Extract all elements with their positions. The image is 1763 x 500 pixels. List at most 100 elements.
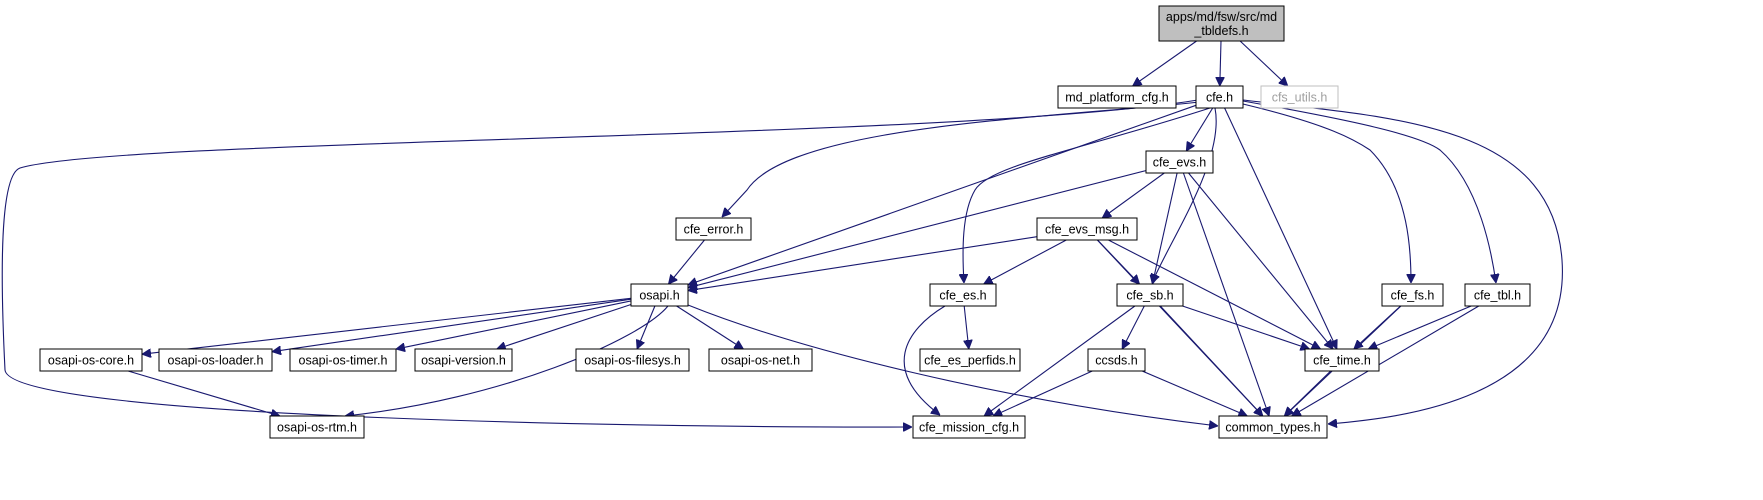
node-box: [1304, 348, 1380, 372]
edge-arrow: [903, 305, 946, 415]
edge-root-to-cfe: [1220, 40, 1221, 86]
edge-cfe-to-cfe-mission-cfg: [1, 99, 1199, 427]
node-cfe-es-perfids[interactable]: cfe_es_perfids.h: [919, 348, 1021, 372]
edge-arrow: [688, 236, 1038, 291]
edge-cfe-evs-to-cfe-evs-msg: [1102, 172, 1165, 218]
edge-arrow: [964, 305, 969, 349]
node-osapi-os-loader[interactable]: osapi-os-loader.h: [158, 348, 273, 372]
node-cfs-utils[interactable]: cfs_utils.h: [1260, 85, 1339, 109]
node-box: [912, 415, 1026, 439]
node-box: [675, 217, 752, 241]
edge-arrow: [1152, 172, 1178, 284]
node-box: [158, 348, 273, 372]
node-box: [269, 415, 365, 439]
node-cfe-fs[interactable]: cfe_fs.h: [1381, 283, 1444, 307]
edge-arrow: [1368, 305, 1472, 349]
edge-arrow: [345, 305, 669, 416]
node-label: cfe_es_perfids.h: [924, 354, 1016, 368]
node-label: cfe_fs.h: [1391, 289, 1435, 303]
node-osapi-os-net[interactable]: osapi-os-net.h: [708, 348, 813, 372]
node-md-platform-cfg[interactable]: md_platform_cfg.h: [1057, 85, 1177, 109]
node-box: [1218, 415, 1328, 439]
edge-arrow: [1284, 370, 1332, 416]
node-osapi-os-timer[interactable]: osapi-os-timer.h: [289, 348, 397, 372]
node-box: [1158, 5, 1285, 42]
node-cfe-es[interactable]: cfe_es.h: [929, 283, 997, 307]
node-cfe-sb[interactable]: cfe_sb.h: [1116, 283, 1184, 307]
edge-osapi-to-common-types: [687, 304, 1218, 426]
edge-cfe-es-to-cfe-es-perfids: [964, 305, 969, 349]
node-box: [575, 348, 690, 372]
node-cfe[interactable]: cfe.h: [1195, 85, 1244, 109]
edge-arrow: [1242, 100, 1496, 283]
node-ccsds[interactable]: ccsds.h: [1087, 348, 1146, 372]
node-common-types[interactable]: common_types.h: [1218, 415, 1328, 439]
node-label: osapi-os-net.h: [721, 354, 800, 368]
edge-cfe-tbl-to-cfe-time: [1368, 305, 1472, 349]
edge-cfe-error-to-osapi: [669, 239, 705, 284]
node-label: common_types.h: [1225, 421, 1320, 435]
edge-arrow: [963, 107, 1211, 283]
node-cfe-evs-msg[interactable]: cfe_evs_msg.h: [1036, 217, 1138, 241]
node-osapi-os-core[interactable]: osapi-os-core.h: [39, 348, 143, 372]
node-label: apps/md/fsw/src/md: [1166, 10, 1277, 24]
node-box: [1116, 283, 1184, 307]
edge-cfe-tbl-to-common-types: [1292, 305, 1480, 416]
node-box: [414, 348, 513, 372]
edge-arrow: [1102, 172, 1165, 218]
edge-arrow: [1239, 40, 1288, 86]
edge-arrow: [272, 298, 632, 352]
edge-arrow: [984, 305, 1136, 416]
node-cfe-error[interactable]: cfe_error.h: [675, 217, 752, 241]
edge-arrow: [1159, 305, 1263, 416]
node-osapi[interactable]: osapi.h: [630, 283, 689, 307]
node-osapi-os-rtm[interactable]: osapi-os-rtm.h: [269, 415, 365, 439]
node-box: [1260, 85, 1339, 109]
node-cfe-tbl[interactable]: cfe_tbl.h: [1464, 283, 1531, 307]
edge-cfe-to-cfe-fs: [1242, 103, 1411, 283]
edge-cfe-evs-to-cfe-sb: [1152, 172, 1178, 284]
node-cfe-mission-cfg[interactable]: cfe_mission_cfg.h: [912, 415, 1026, 439]
node-label: cfe_evs.h: [1153, 156, 1207, 170]
node-root[interactable]: apps/md/fsw/src/md_tbldefs.h: [1158, 5, 1285, 42]
edge-cfe-evs-to-common-types: [1182, 172, 1269, 416]
node-box: [1057, 85, 1177, 109]
node-osapi-version[interactable]: osapi-version.h: [414, 348, 513, 372]
edge-cfe-time-to-common-types: [1284, 370, 1332, 416]
edge-cfe-to-cfe-es: [963, 107, 1211, 283]
edge-cfe-to-cfe-evs: [1186, 107, 1214, 151]
node-label: cfe_tbl.h: [1474, 289, 1521, 303]
edge-arrow: [637, 305, 656, 349]
edge-layer: [1, 40, 1563, 427]
node-cfe-time[interactable]: cfe_time.h: [1304, 348, 1380, 372]
edge-arrow: [1182, 172, 1269, 416]
edge-arrow: [1121, 305, 1145, 349]
node-box: [1464, 283, 1531, 307]
edge-arrow: [688, 104, 1197, 285]
edge-arrow: [1186, 107, 1214, 151]
node-box: [39, 348, 143, 372]
edge-arrow: [687, 304, 1218, 426]
edge-arrow: [1242, 103, 1411, 283]
edge-cfe-sb-to-ccsds: [1121, 305, 1145, 349]
edge-cfe-es-to-cfe-mission-cfg: [903, 305, 946, 415]
edge-osapi-to-osapi-os-net: [676, 305, 744, 349]
node-osapi-os-filesys[interactable]: osapi-os-filesys.h: [575, 348, 690, 372]
node-label: ccsds.h: [1095, 354, 1137, 368]
edge-arrow: [1220, 40, 1221, 86]
edge-cfe-evs-msg-to-osapi: [688, 236, 1038, 291]
edge-cfe-sb-to-cfe-mission-cfg: [984, 305, 1136, 416]
edge-arrow: [1188, 172, 1334, 349]
edge-cfe-to-osapi: [688, 104, 1197, 285]
node-box: [1381, 283, 1444, 307]
node-label: cfs_utils.h: [1272, 91, 1328, 105]
edge-arrow: [993, 370, 1093, 416]
edge-arrow: [688, 170, 1147, 288]
node-label: cfe_sb.h: [1126, 289, 1173, 303]
node-label: osapi-os-loader.h: [168, 354, 264, 368]
edge-cfe-to-cfe-sb: [1152, 107, 1217, 283]
node-box: [1145, 150, 1214, 174]
node-cfe-evs[interactable]: cfe_evs.h: [1145, 150, 1214, 174]
node-label: _tbldefs.h: [1193, 24, 1248, 38]
edge-arrow: [396, 300, 632, 349]
